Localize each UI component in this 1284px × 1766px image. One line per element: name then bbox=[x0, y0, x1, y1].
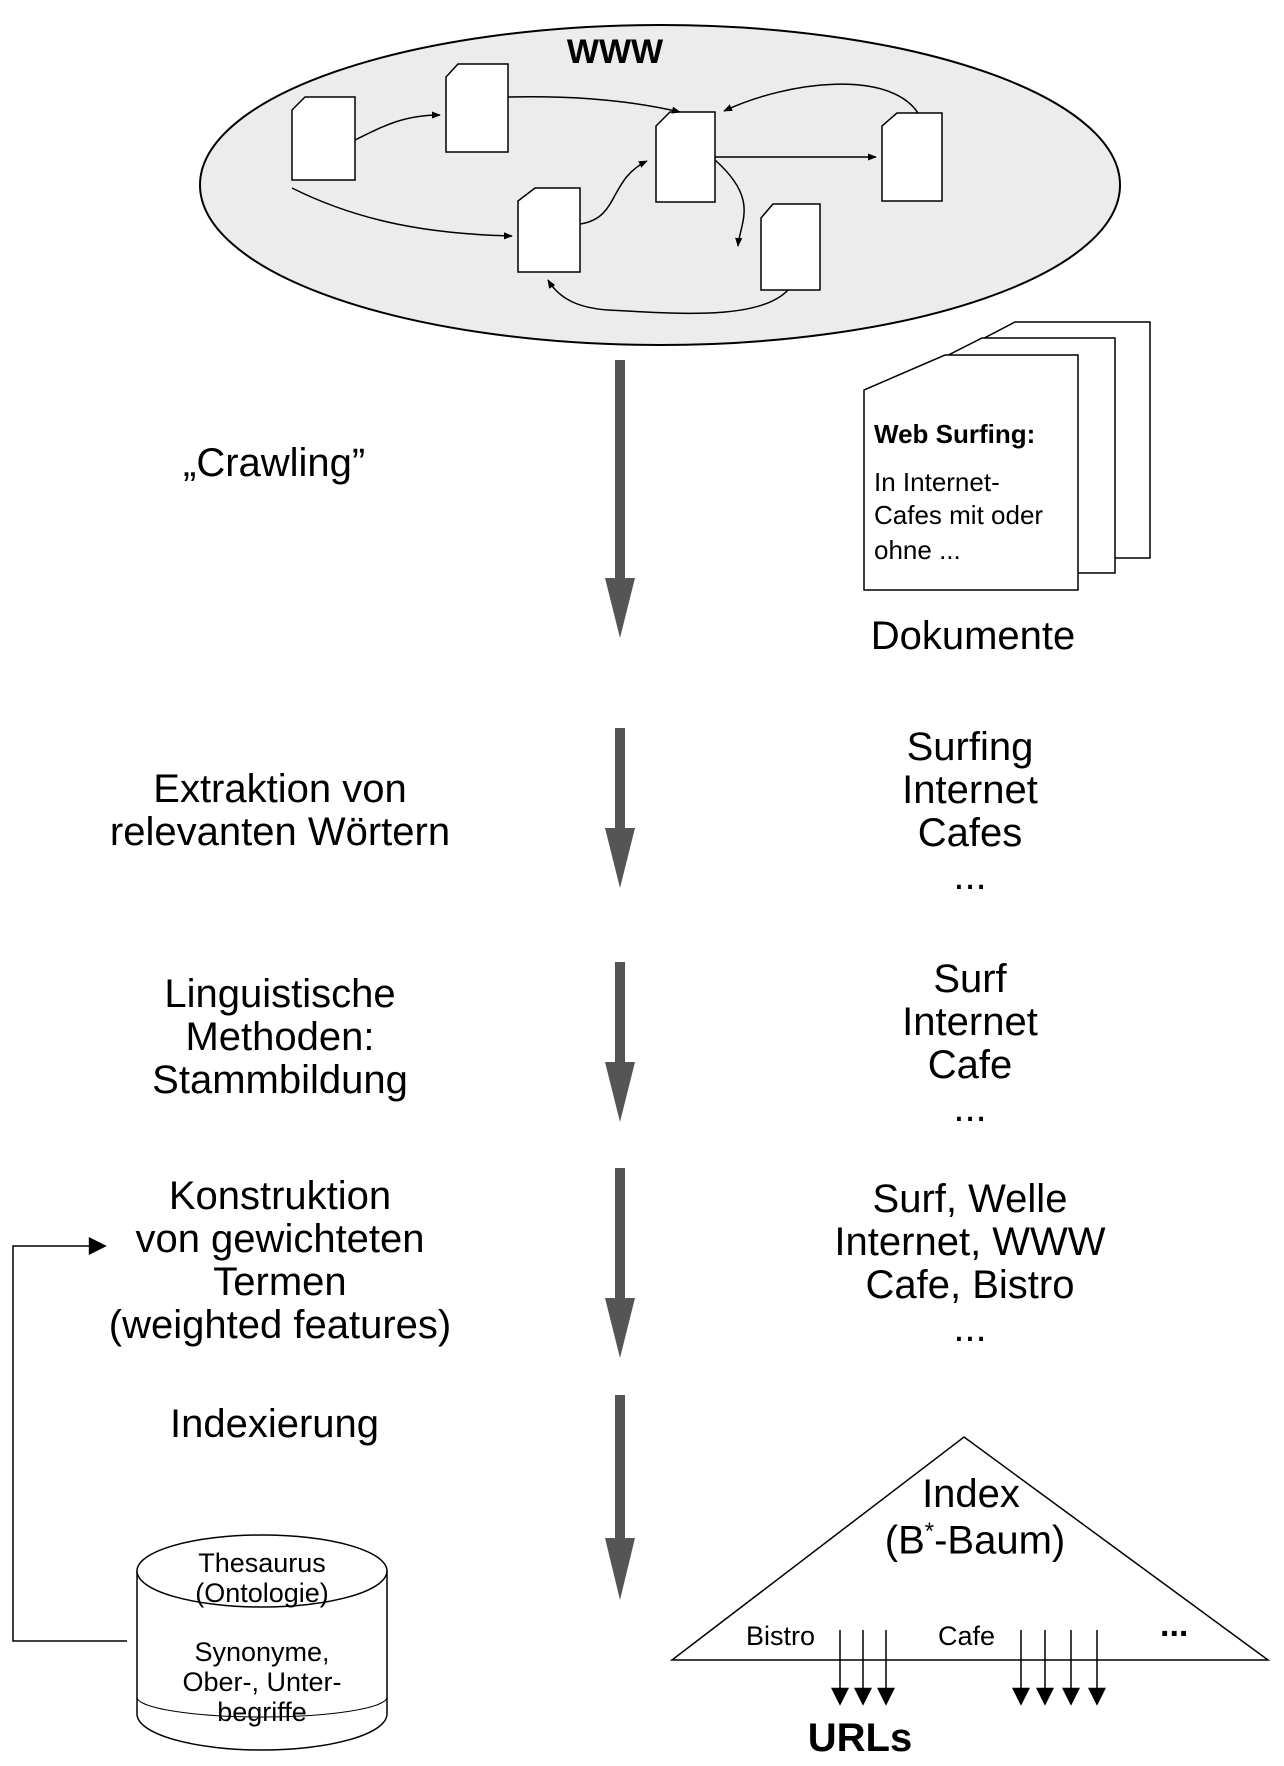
word-list-weighted: Surf, Welle Internet, WWW Cafe, Bistro .… bbox=[834, 1178, 1105, 1350]
step-label-indexing: Indexierung bbox=[170, 1402, 380, 1446]
word-item: Surf bbox=[933, 957, 1007, 1001]
web-page-node bbox=[655, 111, 716, 203]
word-item: Surf, Welle bbox=[872, 1177, 1068, 1221]
web-page-node bbox=[517, 187, 581, 273]
step-label-line: von gewichteten bbox=[135, 1217, 425, 1261]
word-item: Cafes bbox=[917, 811, 1023, 855]
word-item: ... bbox=[953, 854, 987, 898]
thesaurus-body-line: Synonyme, bbox=[194, 1637, 330, 1667]
word-list-stemmed: Surf Internet Cafe ... bbox=[902, 958, 1038, 1130]
thesaurus-body: Synonyme, Ober-, Unter- begriffe bbox=[182, 1637, 341, 1727]
document-sheet-front bbox=[863, 354, 1079, 591]
index-subtitle: (B*-Baum) bbox=[885, 1518, 1065, 1563]
document-heading: Web Surfing: bbox=[874, 419, 1036, 449]
urls-label: URLs bbox=[807, 1716, 913, 1760]
document-line: Cafes mit oder bbox=[874, 500, 1044, 530]
flow-arrow bbox=[605, 1168, 635, 1358]
document-line: In Internet- bbox=[874, 467, 1000, 497]
thesaurus-cylinder bbox=[136, 1534, 388, 1751]
step-label-line: relevanten Wörtern bbox=[109, 810, 451, 854]
word-item: Internet, WWW bbox=[834, 1220, 1106, 1264]
index-key-cafe: Cafe bbox=[938, 1621, 996, 1651]
thesaurus-title-line: Thesaurus bbox=[198, 1548, 326, 1578]
index-subtitle-post: -Baum) bbox=[934, 1518, 1066, 1563]
flow-arrow bbox=[605, 360, 635, 638]
thesaurus-title: Thesaurus (Ontologie) bbox=[195, 1548, 329, 1608]
step-label-stemming: Linguistische Methoden: Stammbildung bbox=[152, 973, 408, 1102]
step-label-line: Linguistische bbox=[164, 972, 396, 1016]
word-item: Cafe, Bistro bbox=[865, 1263, 1075, 1307]
link-edge bbox=[714, 159, 745, 247]
word-item: Internet bbox=[902, 768, 1038, 812]
link-edge bbox=[354, 111, 441, 141]
link-edge bbox=[291, 187, 513, 240]
document-line: ohne ... bbox=[874, 535, 961, 565]
documents-caption: Dokumente bbox=[870, 614, 1076, 658]
link-edge bbox=[723, 83, 919, 114]
thesaurus-body-line: begriffe bbox=[217, 1697, 307, 1727]
step-label-term-construction: Konstruktion von gewichteten Termen (wei… bbox=[109, 1175, 451, 1347]
word-item: ... bbox=[953, 1086, 987, 1130]
thesaurus-title-line: (Ontologie) bbox=[195, 1578, 329, 1608]
step-label-line: Konstruktion bbox=[168, 1174, 392, 1218]
thesaurus-body-line: Ober-, Unter- bbox=[182, 1667, 342, 1697]
word-list-extracted: Surfing Internet Cafes ... bbox=[902, 726, 1038, 898]
index-key-bistro: Bistro bbox=[746, 1621, 816, 1651]
word-item: Cafe bbox=[927, 1043, 1013, 1087]
index-key-more: ... bbox=[1160, 1606, 1189, 1644]
step-label-crawling: „Crawling” bbox=[183, 441, 366, 485]
step-label-line: Termen bbox=[213, 1260, 347, 1304]
link-edge bbox=[547, 279, 789, 315]
flow-arrow bbox=[605, 728, 635, 888]
word-item: Surfing bbox=[906, 725, 1034, 769]
index-triangle bbox=[669, 1436, 1271, 1661]
step-label-line: Methoden: bbox=[185, 1015, 375, 1059]
step-label-line: Stammbildung bbox=[152, 1058, 408, 1102]
index-subtitle-pre: (B bbox=[884, 1518, 925, 1563]
web-page-node bbox=[881, 112, 943, 202]
web-page-node bbox=[291, 96, 356, 181]
step-label-line: Extraktion von bbox=[153, 767, 407, 811]
index-title: Index bbox=[922, 1472, 1020, 1516]
feedback-line bbox=[12, 1237, 127, 1642]
index-subtitle-sup: * bbox=[924, 1518, 935, 1545]
link-edge bbox=[507, 96, 681, 114]
web-page-node bbox=[760, 203, 821, 291]
flow-arrow bbox=[605, 962, 635, 1122]
word-item: Internet bbox=[902, 1000, 1038, 1044]
step-label-extraction: Extraktion von relevanten Wörtern bbox=[110, 768, 450, 854]
step-label-line: (weighted features) bbox=[108, 1303, 452, 1347]
link-edge bbox=[579, 160, 648, 225]
web-page-node bbox=[445, 63, 509, 153]
flow-arrow bbox=[605, 1395, 635, 1600]
www-title: WWW bbox=[566, 33, 664, 71]
word-item: ... bbox=[953, 1306, 987, 1350]
